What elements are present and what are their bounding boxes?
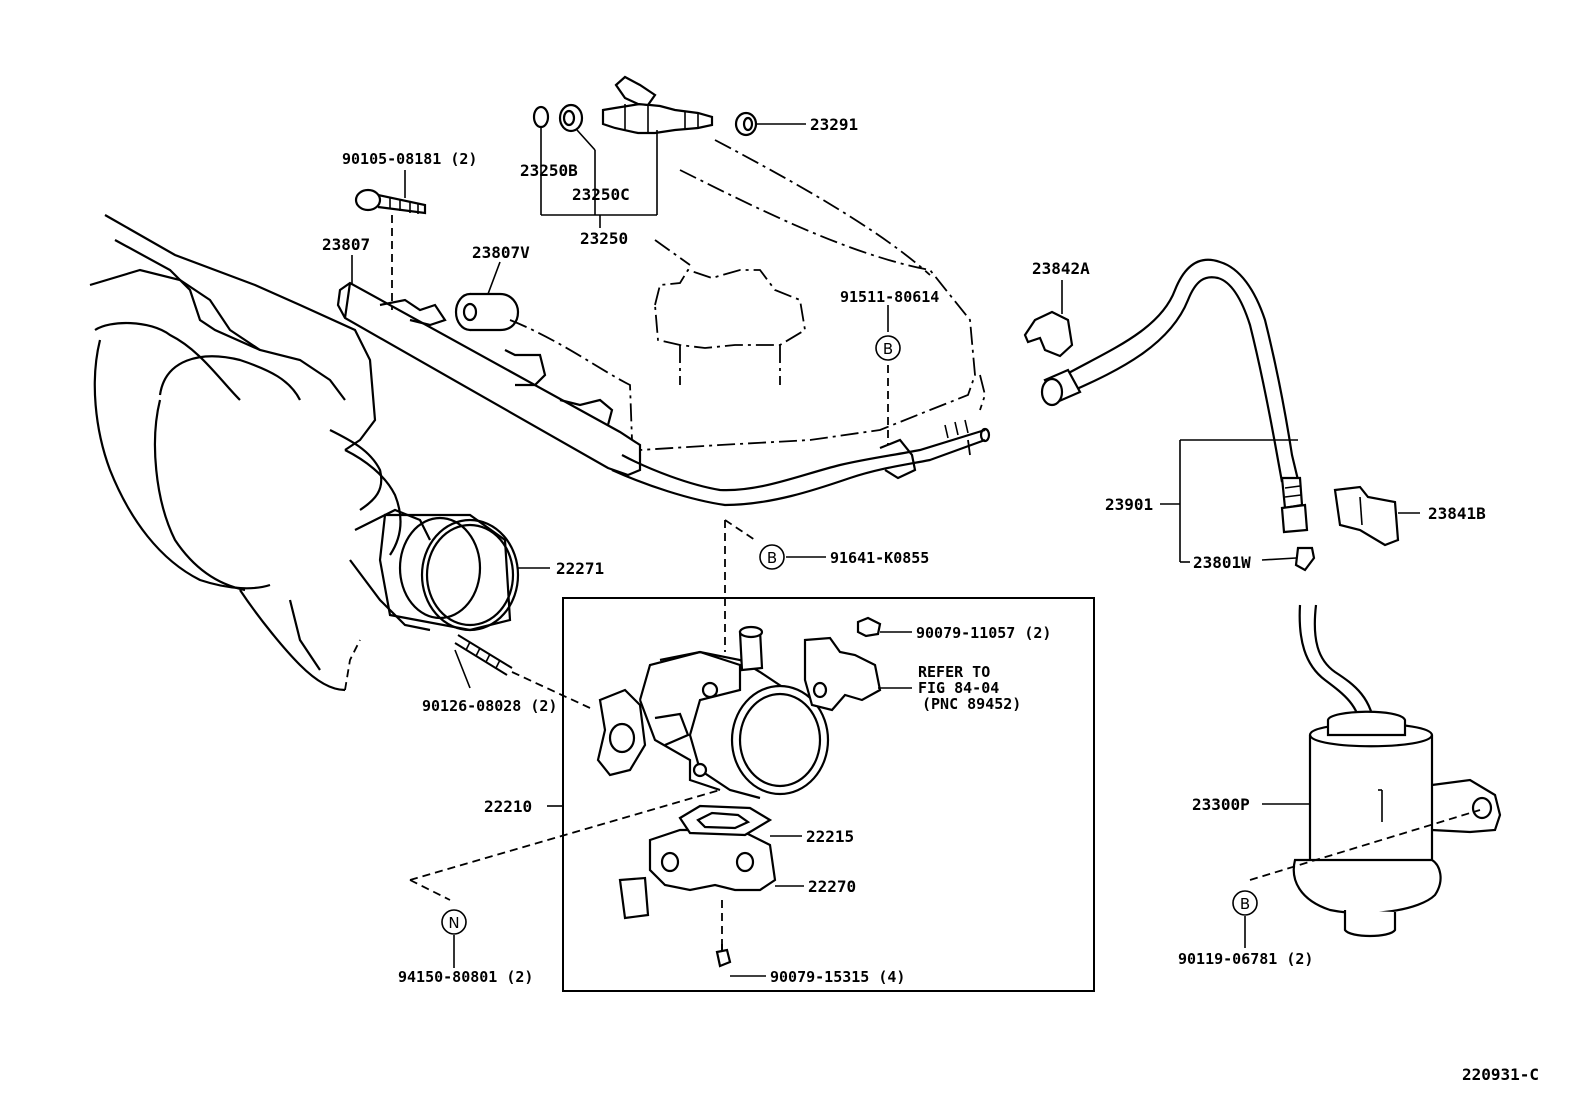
label-23250c: 23250C: [572, 185, 630, 204]
marker-n: N: [441, 909, 467, 935]
marker-b-text: B: [767, 549, 777, 567]
label-23842a: 23842A: [1032, 259, 1090, 278]
label-90079-15315: 90079-15315 (4): [770, 968, 905, 986]
label-23250b: 23250B: [520, 161, 578, 180]
leader-lines: [351, 123, 1420, 977]
delivery-pipe-bolt: [354, 188, 427, 310]
throttle-gasket: [378, 513, 520, 632]
label-22215: 22215: [806, 827, 854, 846]
fuel-hose: [1040, 258, 1309, 534]
label-23841b: 23841B: [1428, 504, 1486, 523]
engine-cover-outline: [509, 139, 986, 456]
label-23291: 23291: [810, 115, 858, 134]
diagram-id: 220931-C: [1462, 1065, 1539, 1084]
marker-b-3: B: [1232, 890, 1258, 916]
label-23250: 23250: [580, 229, 628, 248]
marker-b-text: B: [1240, 895, 1250, 913]
label-90079-11057: 90079-11057 (2): [916, 624, 1051, 642]
intake-manifold: [89, 214, 431, 692]
marker-b-1: B: [875, 335, 901, 361]
label-22210: 22210: [484, 797, 532, 816]
fuel-filter: [1292, 604, 1502, 938]
label-22271: 22271: [556, 559, 604, 578]
label-91641-k0855: 91641-K0855: [830, 549, 929, 567]
refer-line-3: (PNC 89452): [922, 695, 1021, 713]
label-22270: 22270: [808, 877, 856, 896]
label-90126-08028: 90126-08028 (2): [422, 697, 557, 715]
marker-b-2: B: [759, 544, 785, 570]
hose-clip-w: [1294, 546, 1316, 572]
marker-b-text: B: [883, 340, 893, 358]
label-23807: 23807: [322, 235, 370, 254]
pulsation-damper: [454, 292, 520, 332]
label-91511-80614: 91511-80614: [840, 288, 939, 306]
throttle-body-group: [562, 597, 1095, 992]
marker-n-text: N: [448, 914, 459, 932]
dashed-leaders: [409, 365, 1481, 901]
refer-line-1: REFER TO: [918, 663, 990, 681]
label-90105-08181: 90105-08181 (2): [342, 150, 477, 168]
hose-clamp-b: [1333, 485, 1400, 547]
fuel-injector: [532, 75, 758, 137]
label-90119-06781: 90119-06781 (2): [1178, 950, 1313, 968]
fuel-delivery-pipe: [336, 281, 991, 507]
label-23801w: 23801W: [1193, 553, 1251, 572]
hose-clip-a: [1023, 310, 1074, 358]
label-94150-80801: 94150-80801 (2): [398, 968, 533, 986]
label-23901: 23901: [1105, 495, 1153, 514]
part-labels: 90105-08181 (2) 23250B 23250C 23250 2329…: [322, 115, 1539, 1084]
refer-line-2: FIG 84-04: [918, 679, 999, 697]
label-23807v: 23807V: [472, 243, 530, 262]
label-23300p: 23300P: [1192, 795, 1250, 814]
stud-bolt: [454, 634, 591, 709]
